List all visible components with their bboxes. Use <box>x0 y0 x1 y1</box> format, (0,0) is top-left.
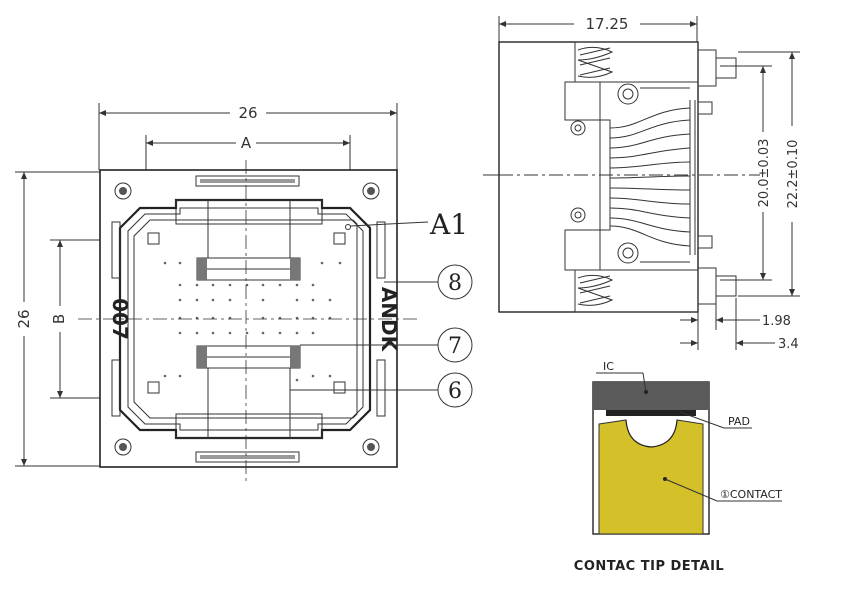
callout-7: 7 <box>448 334 462 359</box>
model-text: 007 <box>108 298 132 340</box>
callout-8: 8 <box>448 271 462 296</box>
side-pitch-label: 20.0±0.03 <box>757 139 772 208</box>
side-height-label: 22.2±0.10 <box>786 140 801 209</box>
callout-6: 6 <box>448 379 462 404</box>
callout-6-circle <box>437 372 473 408</box>
offset2-label: 3.4 <box>778 337 799 352</box>
dim-a-label: A <box>241 134 252 152</box>
pin1-label: A1 <box>429 208 468 241</box>
contact-fan <box>599 100 713 255</box>
dim-b-label: B <box>50 314 68 324</box>
brand-text: ANDK <box>377 287 401 353</box>
offset1-label: 1.98 <box>762 314 791 329</box>
detail-caption: CONTAC TIP DETAIL <box>574 559 724 574</box>
ic-block <box>593 382 709 410</box>
callout-7-circle <box>437 327 473 363</box>
side-view: 17.25 <box>483 15 801 352</box>
dim-height-label: 26 <box>15 309 33 328</box>
contact-label: ①CONTACT <box>720 488 782 501</box>
corner-holes <box>114 182 380 456</box>
contact-dot-grid <box>163 261 342 382</box>
pad-label: PAD <box>728 415 750 428</box>
contact-detail: IC PAD ①CONTACT CONTAC TIP DETAIL <box>574 360 783 574</box>
dim-width-label: 26 <box>238 104 257 122</box>
side-width-label: 17.25 <box>586 15 629 33</box>
top-view: 26 A 26 B <box>15 103 473 485</box>
ic-label: IC <box>603 360 614 373</box>
side-body <box>498 41 699 313</box>
callout-8-circle <box>437 264 473 300</box>
